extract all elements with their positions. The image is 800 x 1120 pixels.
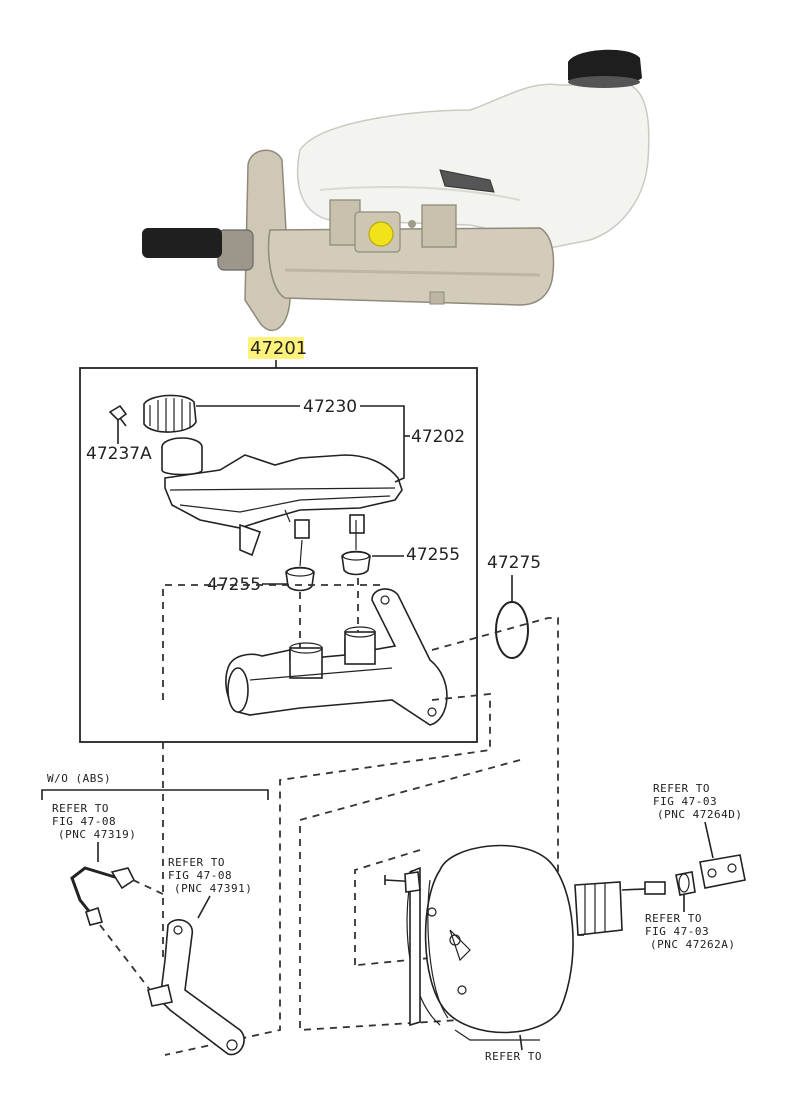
reservoir-cap-drawing	[143, 394, 197, 433]
reservoir-cap-photo	[568, 49, 642, 86]
ref-47391-line1: REFER TO	[168, 856, 225, 869]
assembly-box	[79, 367, 478, 743]
part-label-47230[interactable]: 47230	[303, 397, 357, 417]
master-cylinder-drawing	[225, 588, 448, 726]
push-rod-photo	[142, 228, 222, 258]
ref-47264d-line1: REFER TO	[653, 782, 710, 795]
part-label-47237a[interactable]: 47237A	[86, 444, 152, 464]
wo-abs-bracket	[41, 789, 269, 800]
ref-47262a-line1: REFER TO	[645, 912, 702, 925]
clevis-47264d-drawing	[699, 854, 746, 889]
ref-47319-line3[interactable]: (PNC 47319)	[58, 828, 136, 841]
brake-master-cylinder-photo	[142, 49, 650, 332]
ref-47319-line2: FIG 47-08	[52, 815, 116, 828]
grommet-right-drawing	[341, 550, 371, 576]
screw-47237a-drawing	[108, 404, 128, 427]
brake-booster-drawing	[384, 844, 666, 1051]
part-label-47202[interactable]: 47202	[411, 427, 465, 447]
grommet-left-drawing	[285, 566, 315, 592]
ref-47319-line1: REFER TO	[52, 802, 109, 815]
bracket-47391-drawing	[147, 919, 245, 1056]
ref-47262a-line3[interactable]: (PNC 47262A)	[650, 938, 735, 951]
part-label-47255-right[interactable]: 47255	[406, 545, 460, 565]
ref-booster-label[interactable]: REFER TO	[485, 1050, 542, 1063]
leader-lines	[117, 405, 513, 648]
part-47201-highlight	[248, 337, 304, 359]
ref-47262a-line2: FIG 47-03	[645, 925, 709, 938]
part-label-47201[interactable]: 47201	[250, 338, 307, 359]
clevis-47262a-drawing	[675, 871, 696, 896]
reservoir-photo	[296, 83, 650, 251]
yellow-plug-photo	[368, 221, 394, 247]
cylinder-body-photo	[267, 227, 555, 306]
ref-47264d-line2: FIG 47-03	[653, 795, 717, 808]
brake-pipe-drawing	[70, 866, 136, 926]
ref-47391-line2: FIG 47-08	[168, 869, 232, 882]
part-label-47275[interactable]: 47275	[487, 553, 541, 573]
wo-abs-label: W/O (ABS)	[47, 772, 111, 785]
o-ring-47275	[495, 601, 529, 659]
ref-47264d-line3[interactable]: (PNC 47264D)	[657, 808, 742, 821]
reservoir-tank-drawing	[161, 437, 403, 557]
ref-47391-line3[interactable]: (PNC 47391)	[174, 882, 252, 895]
